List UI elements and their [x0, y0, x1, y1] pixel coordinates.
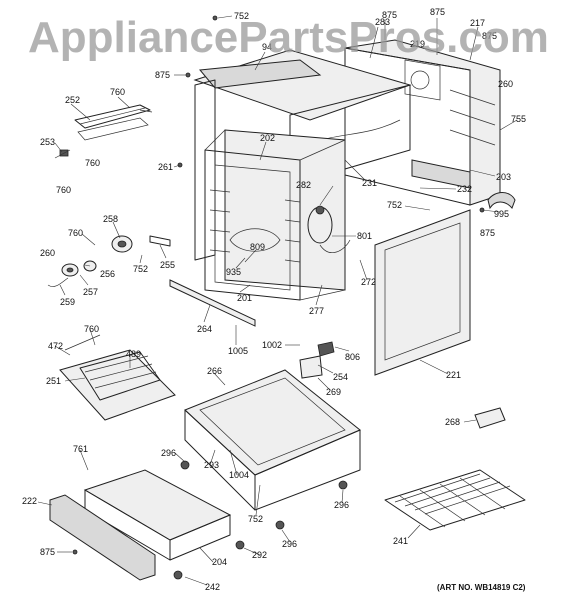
- latch-assembly: [299, 341, 335, 379]
- callout-label: 1004: [229, 470, 249, 480]
- callout-label: 489: [126, 349, 141, 359]
- control-knob: [111, 235, 133, 253]
- callout-label: 222: [22, 496, 37, 506]
- leader-lines: [37, 15, 518, 586]
- callout-label: 875: [155, 70, 170, 80]
- callout-labels: 752 875 283 875 217 219 875 94 875 260 2…: [22, 7, 526, 592]
- art-number: (ART NO. WB14819 C2): [437, 583, 526, 592]
- callout-label: 292: [252, 550, 267, 560]
- oven-rack: [384, 469, 526, 531]
- callout-label: 204: [212, 557, 227, 567]
- screws: [72, 15, 485, 580]
- bottom-trim: [169, 279, 256, 327]
- callout-label: 260: [498, 79, 513, 89]
- part-268: [474, 407, 506, 429]
- callout-label: 760: [110, 87, 125, 97]
- callout-label: 272: [361, 277, 376, 287]
- callout-label: 202: [260, 133, 275, 143]
- bracket-255: [149, 235, 171, 247]
- broiler-pan-assembly: [59, 334, 176, 421]
- callout-label: 752: [133, 264, 148, 274]
- callout-label: 875: [480, 228, 495, 238]
- callout-label: 258: [103, 214, 118, 224]
- callout-label: 252: [65, 95, 80, 105]
- callout-label: 260: [40, 248, 55, 258]
- callout-label: 760: [68, 228, 83, 238]
- callout-label: 296: [161, 448, 176, 458]
- callout-label: 277: [309, 306, 324, 316]
- callout-label: 752: [248, 514, 263, 524]
- callout-label: 259: [60, 297, 75, 307]
- callout-label: 875: [40, 547, 55, 557]
- callout-label: 875: [482, 31, 497, 41]
- callout-label: 203: [496, 172, 511, 182]
- callout-label: 231: [362, 178, 377, 188]
- callout-label: 752: [387, 200, 402, 210]
- callout-label: 935: [226, 267, 241, 277]
- callout-label: 251: [46, 376, 61, 386]
- callout-label: 242: [205, 582, 220, 592]
- callout-label: 472: [48, 341, 63, 351]
- callout-label: 875: [382, 10, 397, 20]
- callout-label: 269: [326, 387, 341, 397]
- callout-label: 94: [262, 42, 272, 52]
- callout-label: 253: [40, 137, 55, 147]
- callout-label: 264: [197, 324, 212, 334]
- callout-label: 241: [393, 536, 408, 546]
- callout-label: 201: [237, 293, 252, 303]
- part-995: [487, 192, 516, 210]
- callout-label: 257: [83, 287, 98, 297]
- side-panel-221: [374, 209, 471, 376]
- callout-label: 217: [470, 18, 485, 28]
- callout-label: 760: [85, 158, 100, 168]
- callout-label: 221: [446, 370, 461, 380]
- callout-label: 219: [410, 39, 425, 49]
- callout-label: 296: [282, 539, 297, 549]
- callout-label: 255: [160, 260, 175, 270]
- callout-label: 760: [84, 324, 99, 334]
- drawer-frame: [184, 369, 361, 511]
- callout-label: 261: [158, 162, 173, 172]
- callout-label: 755: [511, 114, 526, 124]
- callout-label: 995: [494, 209, 509, 219]
- callout-label: 268: [445, 417, 460, 427]
- callout-label: 809: [250, 242, 265, 252]
- callout-label: 256: [100, 269, 115, 279]
- oven-cavity-liner: [204, 129, 346, 301]
- callout-label: 232: [457, 184, 472, 194]
- thermostat-parts: [47, 260, 97, 287]
- callout-label: 293: [204, 460, 219, 470]
- callout-label: 282: [296, 180, 311, 190]
- callout-label: 1005: [228, 346, 248, 356]
- callout-label: 1002: [262, 340, 282, 350]
- callout-label: 296: [334, 500, 349, 510]
- storage-drawer: [49, 469, 232, 581]
- callout-label: 266: [207, 366, 222, 376]
- callout-label: 806: [345, 352, 360, 362]
- callout-label: 801: [357, 231, 372, 241]
- broil-element: [74, 104, 153, 141]
- callout-label: 752: [234, 11, 249, 21]
- oven-sensor-assembly: [307, 205, 351, 253]
- callout-label: 761: [73, 444, 88, 454]
- watermark-text: AppliancePartsPros.com: [28, 13, 549, 62]
- callout-label: 875: [430, 7, 445, 17]
- callout-label: 254: [333, 372, 348, 382]
- callout-label: 760: [56, 185, 71, 195]
- callout-label: 283: [375, 17, 390, 27]
- rack-supports: [284, 199, 301, 263]
- broil-element-bracket: [54, 149, 71, 159]
